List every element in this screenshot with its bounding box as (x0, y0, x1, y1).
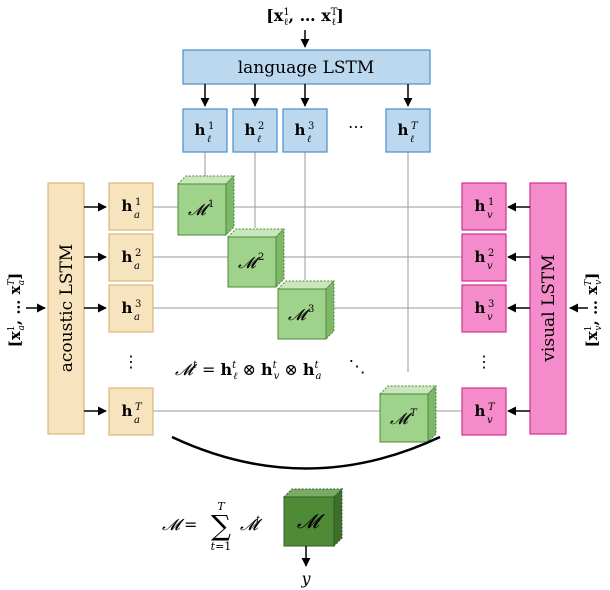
svg-text:=: = (184, 515, 197, 534)
svg-text:a: a (134, 312, 140, 323)
svg-text:𝓜: 𝓜 (390, 409, 413, 428)
svg-text:h: h (122, 197, 133, 215)
svg-text:1: 1 (208, 199, 214, 210)
acoustic-input-label: [x1a, … xTa] (6, 273, 27, 348)
svg-text:ℓ: ℓ (257, 134, 261, 145)
svg-text:h: h (475, 248, 486, 266)
svg-text:t=1: t=1 (211, 540, 232, 553)
acoustic-ellipsis: ⋮ (123, 352, 139, 371)
final-tensor: 𝓜 (282, 487, 344, 548)
svg-text:ℓ: ℓ (410, 134, 414, 145)
svg-text:h: h (122, 248, 133, 266)
svg-text:T: T (488, 402, 496, 413)
svg-text:a: a (134, 261, 140, 272)
visual-arrows (507, 202, 530, 416)
visual-lstm-label: visual LSTM (539, 254, 559, 362)
svg-text:v: v (487, 312, 493, 323)
svg-text:𝓜: 𝓜 (240, 515, 263, 534)
visual-ellipsis: ⋮ (476, 352, 492, 371)
svg-text:3: 3 (488, 299, 494, 310)
acoustic-lstm: acoustic LSTM (47, 182, 85, 435)
svg-text:h: h (398, 121, 409, 139)
svg-text:𝓜: 𝓜 (162, 515, 185, 534)
language-arrows (200, 84, 413, 107)
svg-text:h: h (195, 121, 206, 139)
svg-text:T: T (411, 121, 419, 132)
sum-equation: 𝓜 = ∑ T t=1 𝓜 t (162, 500, 263, 553)
svg-text:v: v (487, 210, 493, 221)
svg-text:h: h (122, 299, 133, 317)
svg-text:ℓ: ℓ (307, 134, 311, 145)
svg-text:v: v (487, 415, 493, 426)
svg-text:𝓜: 𝓜 (238, 253, 261, 272)
svg-text:𝓜: 𝓜 (188, 200, 211, 219)
output-label: y (300, 569, 311, 588)
svg-text:h: h (475, 402, 486, 420)
svg-text:∑: ∑ (211, 509, 231, 542)
language-ellipsis: ⋯ (348, 117, 364, 136)
collection-arc (171, 435, 441, 470)
visual-input-label: [x1v, … xTv] (583, 273, 604, 348)
svg-text:1: 1 (488, 197, 494, 208)
svg-text:2: 2 (135, 248, 141, 259)
acoustic-lstm-label: acoustic LSTM (57, 244, 77, 372)
svg-text:a: a (134, 415, 140, 426)
acoustic-arrows (84, 202, 107, 416)
svg-text:3: 3 (135, 299, 141, 310)
svg-text:𝓜: 𝓜 (288, 305, 311, 324)
language-lstm: language LSTM (182, 49, 431, 85)
svg-text:3: 3 (308, 121, 314, 132)
svg-text:h: h (122, 402, 133, 420)
svg-text:1: 1 (135, 197, 141, 208)
svg-text:h: h (475, 299, 486, 317)
svg-text:h: h (475, 197, 486, 215)
svg-text:T: T (135, 402, 143, 413)
svg-text:2: 2 (258, 121, 264, 132)
diagonal-ellipsis: ⋱ (349, 357, 366, 377)
svg-text:T: T (410, 408, 418, 419)
svg-text:h: h (295, 121, 306, 139)
svg-text:T: T (217, 500, 226, 513)
svg-text:t: t (256, 515, 261, 526)
svg-text:1: 1 (208, 121, 214, 132)
svg-text:h: h (245, 121, 256, 139)
svg-text:3: 3 (308, 304, 314, 315)
svg-text:a: a (134, 210, 140, 221)
svg-text:ℓ: ℓ (207, 134, 211, 145)
language-lstm-label: language LSTM (238, 58, 375, 78)
svg-text:2: 2 (258, 252, 264, 263)
visual-lstm: visual LSTM (529, 182, 567, 435)
svg-text:2: 2 (488, 248, 494, 259)
svg-text:v: v (487, 261, 493, 272)
